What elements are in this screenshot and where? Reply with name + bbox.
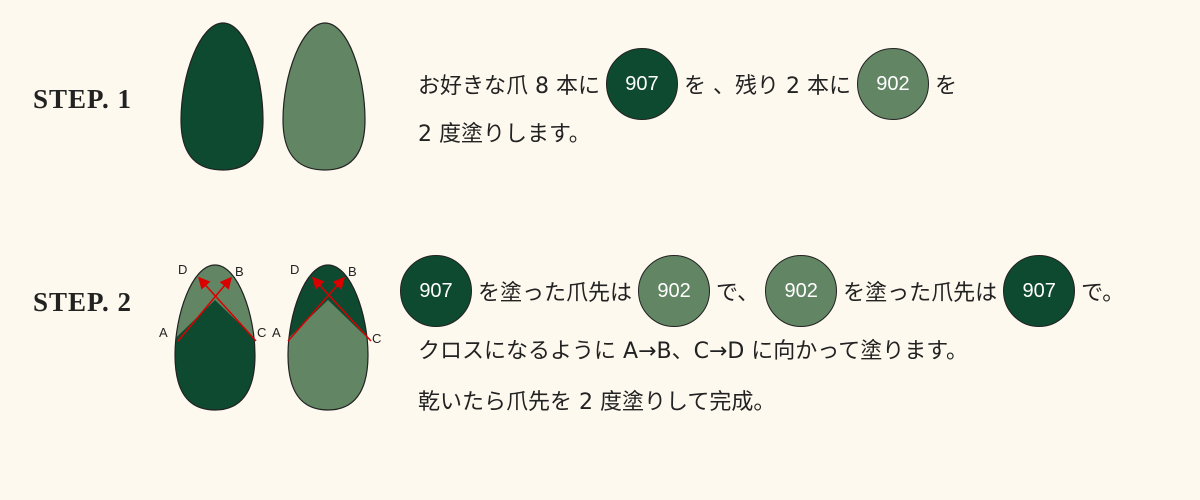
nail-left-outline <box>174 264 256 411</box>
step-2-text-d: で。 <box>1081 281 1125 306</box>
point-a-left: A <box>159 325 168 340</box>
point-b-left: B <box>235 264 244 279</box>
swatch-907: 907 <box>605 48 678 120</box>
point-b-right: B <box>348 264 357 279</box>
swatch-902: 902 <box>638 255 711 327</box>
step-1-text-c: を <box>934 74 957 99</box>
step-2-label: STEP. 2 <box>33 287 133 317</box>
point-d-left: D <box>178 262 187 277</box>
step-2-instruction-line-3: 乾いたら爪先を 2 度塗りして完成。 <box>418 390 776 415</box>
nail-right-outline <box>287 264 369 411</box>
point-a-right: A <box>272 325 281 340</box>
nail-907 <box>180 22 264 171</box>
step-2-instruction-line-1: 907 を塗った爪先は 902 で、 902 を塗った爪先は 907 で。 <box>400 255 1124 327</box>
swatch-902: 902 <box>765 255 838 327</box>
step-2-nails: D B A C D B A C <box>159 262 381 411</box>
step-2-instruction-line-2: クロスになるように A→B、C→D に向かって塗ります。 <box>418 339 968 364</box>
step-1-instruction-line-1: お好きな爪 8 本に 907 を 、残り 2 本に 902 を <box>418 48 957 120</box>
point-c-right: C <box>372 331 381 346</box>
step-2-text-c: を塗った爪先は <box>843 281 998 306</box>
swatch-907: 907 <box>1003 255 1076 327</box>
step-1-text-b: を 、残り 2 本に <box>683 74 851 99</box>
swatch-907: 907 <box>400 255 472 327</box>
swatch-902: 902 <box>856 48 929 120</box>
arrow-c-to-d-right <box>311 276 372 342</box>
step-1-text-a: お好きな爪 8 本に <box>418 74 600 99</box>
point-c-left: C <box>257 325 266 340</box>
arrow-a-to-b-left <box>177 276 232 342</box>
step-2-text-a: を塗った爪先は <box>478 281 633 306</box>
point-d-right: D <box>290 262 299 277</box>
step-1-nails <box>180 22 366 171</box>
nail-902 <box>282 22 366 171</box>
arrow-a-to-b-right <box>287 276 345 342</box>
step-1-instruction-line-2: 2 度塗りします。 <box>418 122 591 147</box>
step-2-text-b: で、 <box>716 281 760 306</box>
arrow-c-to-d-left <box>197 276 257 342</box>
step-1-label: STEP. 1 <box>33 84 133 114</box>
